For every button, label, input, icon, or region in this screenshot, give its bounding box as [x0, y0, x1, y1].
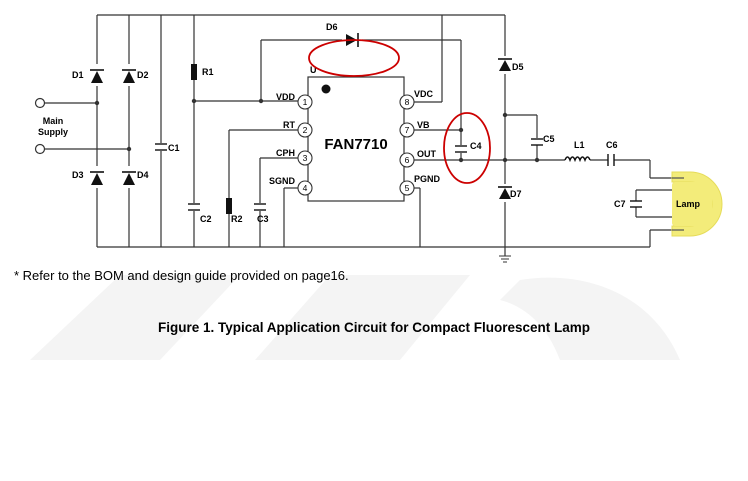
label-c1: C1: [168, 143, 180, 153]
label-r1: R1: [202, 67, 214, 77]
pin-2-number: 2: [303, 125, 308, 135]
figure-caption: Figure 1. Typical Application Circuit fo…: [157, 320, 591, 335]
supply-label-line2: Supply: [38, 127, 68, 137]
highlight-c4: [443, 112, 491, 184]
capacitor-c7: [630, 200, 642, 208]
diode-d1: [88, 64, 106, 86]
label-d2: D2: [137, 70, 149, 80]
pin-4-number: 4: [303, 183, 308, 193]
pin-3-number: 3: [303, 153, 308, 163]
resistor-r1: [191, 64, 197, 80]
label-l1: L1: [574, 140, 585, 150]
lamp-label: Lamp: [676, 199, 701, 209]
capacitor-c3: [254, 203, 266, 211]
pin-2-name: RT: [283, 120, 295, 130]
label-d1: D1: [72, 70, 84, 80]
lamp: [671, 171, 723, 237]
label-c4: C4: [470, 141, 482, 151]
label-r2: R2: [231, 214, 243, 224]
label-d5: D5: [512, 62, 524, 72]
supply-terminals: [34, 97, 46, 155]
diode-d3: [88, 166, 106, 188]
ic-name: FAN7710: [324, 136, 387, 153]
junctions: [94, 98, 540, 163]
pin-8-number: 8: [405, 97, 410, 107]
ic-fan7710: [297, 76, 415, 202]
diode-d4: [120, 166, 138, 188]
capacitor-c4: [455, 145, 467, 153]
pin-6-name: OUT: [417, 149, 437, 159]
label-c6: C6: [606, 140, 618, 150]
label-d6: D6: [326, 22, 338, 32]
diode-d5: [496, 56, 514, 74]
pin1-marker: [321, 84, 331, 94]
highlight-d6: [308, 39, 400, 77]
pin-7-name: VB: [417, 120, 430, 130]
resistor-r2: [226, 198, 232, 214]
capacitor-c6: [607, 154, 615, 166]
diode-d2: [120, 64, 138, 86]
pin-7-number: 7: [405, 125, 410, 135]
background-watermark: [30, 275, 680, 360]
capacitor-c2: [188, 203, 200, 211]
label-d3: D3: [72, 170, 84, 180]
label-c3: C3: [257, 214, 269, 224]
highlight-annotations: [308, 39, 491, 184]
pin-8-name: VDC: [414, 89, 434, 99]
label-c7: C7: [614, 199, 626, 209]
pin-6-number: 6: [405, 155, 410, 165]
label-d4: D4: [137, 170, 149, 180]
pin-1-number: 1: [303, 97, 308, 107]
pin-4-name: SGND: [269, 176, 296, 186]
inductor-l1: [564, 156, 591, 163]
label-c2: C2: [200, 214, 212, 224]
ic-ref: U: [310, 65, 317, 75]
label-c5: C5: [543, 134, 555, 144]
diode-d7: [496, 184, 514, 202]
pin-1-name: VDD: [276, 92, 296, 102]
pin-5-number: 5: [405, 183, 410, 193]
supply-label-line1: Main: [43, 116, 64, 126]
label-d7: D7: [510, 189, 522, 199]
capacitor-c1: [155, 143, 167, 151]
bom-note: * Refer to the BOM and design guide prov…: [14, 268, 349, 283]
wires: [44, 14, 672, 263]
pin-3-name: CPH: [276, 148, 295, 158]
pin-5-name: PGND: [414, 174, 441, 184]
capacitor-c5: [531, 138, 543, 146]
